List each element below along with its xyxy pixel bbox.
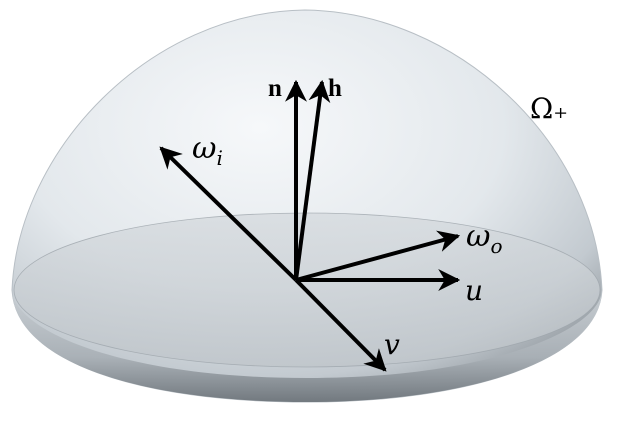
- label-n: n: [268, 75, 282, 102]
- equator-disc-edge: [13, 212, 601, 368]
- vectors: [159, 79, 461, 372]
- label-u: u: [465, 274, 483, 307]
- label-omega-plus: Ω₊: [530, 92, 568, 125]
- vector-h: [294, 79, 331, 281]
- label-v: v: [384, 328, 400, 361]
- vector-omega-i: [159, 146, 298, 282]
- label-omega-i-subscript: i: [216, 146, 222, 170]
- vector-omega-o: [295, 230, 461, 282]
- label-omega-o-subscript: o: [490, 234, 502, 258]
- hemisphere-base-rim: [12, 290, 602, 402]
- label-omega-i: ωi: [192, 131, 223, 170]
- label-omega-o: ωo: [466, 219, 503, 258]
- label-omega-o-symbol: ω: [466, 219, 490, 254]
- label-h: h: [328, 75, 342, 102]
- vector-v: [294, 278, 387, 372]
- label-omega-i-symbol: ω: [192, 131, 216, 166]
